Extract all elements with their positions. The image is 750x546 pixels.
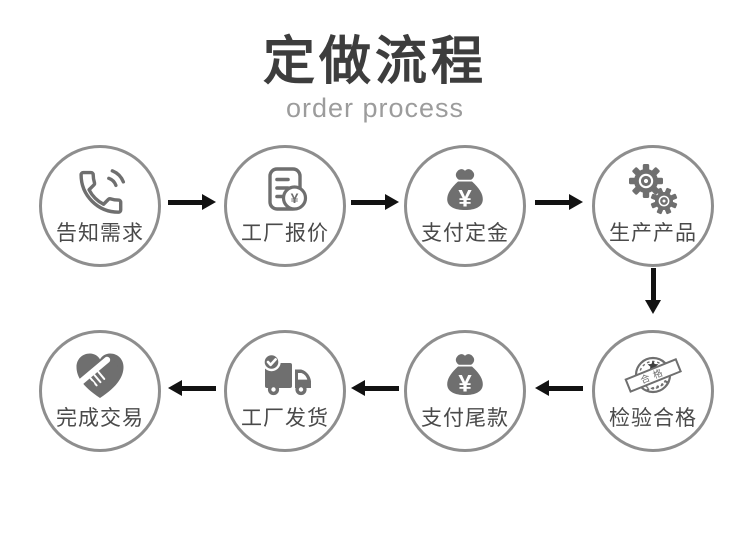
money-bag-icon: ¥ xyxy=(437,348,493,404)
step-circle-produce-product: 生产产品 xyxy=(592,145,714,267)
check-icon xyxy=(266,358,277,367)
handshake-heart-icon xyxy=(72,348,128,404)
gears-icon xyxy=(625,163,681,219)
yuan-symbol: ¥ xyxy=(458,371,472,398)
step-label: 告知需求 xyxy=(56,222,144,245)
yuan-symbol: ¥ xyxy=(291,190,299,206)
yuan-symbol: ¥ xyxy=(458,186,472,213)
step-label: 完成交易 xyxy=(56,407,144,430)
arrow-left-icon xyxy=(168,380,216,396)
arrow-left-icon xyxy=(351,380,399,396)
qualified-stamp-icon: 合格 xyxy=(624,348,682,404)
money-bag-icon: ¥ xyxy=(437,163,493,219)
arrow-right-icon xyxy=(168,194,216,210)
page-title: 定做流程 xyxy=(262,33,487,91)
quote-document-icon: ¥ xyxy=(257,163,313,219)
step-circle-notify-needs: 告知需求 xyxy=(39,145,161,267)
arrow-right-icon xyxy=(351,194,399,210)
step-label: 检验合格 xyxy=(609,407,697,430)
step-circle-inspection-passed: 合格 检验合格 xyxy=(592,330,714,452)
step-label: 工厂发货 xyxy=(241,407,329,430)
delivery-truck-icon xyxy=(257,348,313,404)
step-label: 支付尾款 xyxy=(421,407,509,430)
step-circle-factory-ship: 工厂发货 xyxy=(224,330,346,452)
arrow-right-icon xyxy=(535,194,583,210)
arrow-left-icon xyxy=(535,380,583,396)
page-subtitle: order process xyxy=(285,93,465,123)
arrow-down-icon xyxy=(645,268,661,314)
step-circle-complete-deal: 完成交易 xyxy=(39,330,161,452)
step-label: 工厂报价 xyxy=(241,222,329,245)
step-circle-pay-deposit: ¥ 支付定金 xyxy=(404,145,526,267)
step-label: 支付定金 xyxy=(421,222,509,245)
phone-icon xyxy=(72,163,128,219)
step-circle-factory-quote: ¥ 工厂报价 xyxy=(224,145,346,267)
step-circle-pay-balance: ¥ 支付尾款 xyxy=(404,330,526,452)
step-label: 生产产品 xyxy=(609,222,697,245)
